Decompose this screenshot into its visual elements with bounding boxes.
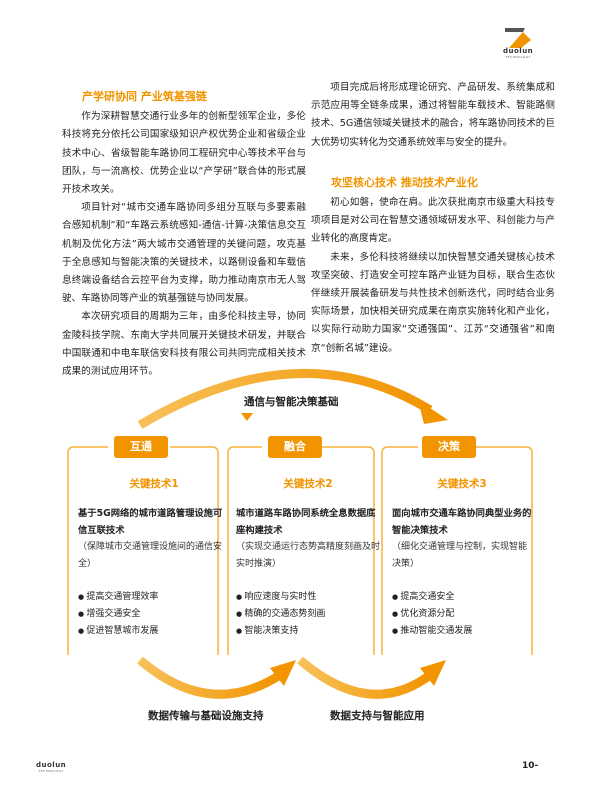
logo-text: duolun — [503, 47, 534, 55]
bullet: 提高交通管理效率 — [78, 589, 230, 606]
card-title: 面向城市交通车路协同典型业务的智能决策技术 — [392, 508, 532, 536]
tab-hutong: 互通 — [114, 436, 168, 458]
bottom-right-flow-label: 数据支持与智能应用 — [330, 710, 425, 722]
paragraph: 初心如磐，使命在肩。此次获批南京市级重大科技专项项目是对公司在智慧交通领域研发水… — [311, 197, 555, 245]
logo-sub: TECHNOLOGY — [38, 769, 64, 773]
bullet: 推动智能交通发展 — [392, 623, 532, 640]
bullet: 促进智慧城市发展 — [78, 623, 230, 640]
bottom-right-arc-arrow — [297, 656, 433, 699]
logo-mark-icon — [505, 28, 532, 48]
bottom-left-flow-label: 数据传输与基础设施支持 — [148, 710, 264, 722]
card-title: 城市道路车路协同系统全息数据底座构建技术 — [236, 508, 376, 536]
top-flow-label: 通信与智能决策基础 — [244, 396, 339, 408]
paragraph: 作为深耕智慧交通行业多年的创新型领军企业，多伦科技将充分依托公司国家级知识产权优… — [62, 111, 306, 196]
bottom-left-arrowhead — [270, 660, 296, 686]
key-tech-card-3: 关键技术3 面向城市交通车路协同典型业务的智能决策技术 （细化交通管理与控制，实… — [392, 476, 532, 640]
box-border-1 — [67, 446, 219, 655]
key-tech-card-2: 关键技术2 城市道路车路协同系统全息数据底座构建技术 （实现交通运行态势高精度刻… — [236, 476, 380, 640]
bottom-left-arc-arrow — [137, 656, 283, 699]
card-heading: 关键技术2 — [283, 478, 333, 490]
bullet: 精确的交通态势刻画 — [236, 606, 380, 623]
box-border-3 — [381, 446, 533, 655]
card-title: 基于5G网络的城市道路管理设施可信互联技术 — [78, 508, 223, 536]
section-heading: 攻坚核心技术 推动技术产业化 — [331, 175, 478, 189]
bottom-right-arrowhead — [420, 660, 446, 686]
top-arc-arrow — [137, 368, 433, 429]
brand-logo: duolun TECHNOLOGY — [503, 28, 533, 59]
paragraph: 项目针对“城市交通车路协同多组分互联与多要素融合感知机制”和“车路云系统感知-通… — [62, 202, 306, 305]
card-note: （实现交通运行态势高精度刻画及时实时推演） — [236, 542, 381, 569]
left-column: 产学研协同 产业筑基强链 作为深耕智慧交通行业多年的创新型领军企业，多伦科技将充… — [62, 88, 306, 381]
logo-text: duolun — [36, 761, 67, 769]
small-down-arrow — [241, 413, 253, 421]
bullet: 智能决策支持 — [236, 623, 380, 640]
bullet: 响应速度与实时性 — [236, 589, 380, 606]
box-border-2 — [227, 446, 375, 655]
page-number: 10- — [522, 761, 539, 771]
tab-ronghe: 融合 — [268, 436, 322, 458]
bullet: 增强交通安全 — [78, 606, 230, 623]
bullet: 优化资源分配 — [392, 606, 532, 623]
card-note: （细化交通管理与控制，实现智能决策） — [392, 542, 528, 569]
key-tech-card-1: 关键技术1 基于5G网络的城市道路管理设施可信互联技术 （保障城市交通管理设施间… — [78, 476, 230, 640]
card-heading: 关键技术1 — [129, 478, 179, 490]
section-heading: 产学研协同 产业筑基强链 — [82, 90, 207, 103]
paragraph: 未来，多伦科技将继续以加快智慧交通关键核心技术攻坚突破、打造安全可控车路产业链为… — [311, 251, 555, 354]
card-note: （保障城市交通管理设施间的通信安全） — [78, 542, 223, 569]
top-arrowhead — [418, 400, 448, 424]
paragraph: 项目完成后将形成理论研究、产品研发、系统集成和示范应用等全链条成果，通过将智能车… — [311, 82, 555, 148]
card-heading: 关键技术3 — [437, 478, 487, 490]
logo-sub: TECHNOLOGY — [505, 55, 531, 59]
tab-juece: 决策 — [422, 436, 476, 458]
right-column: 项目完成后将形成理论研究、产品研发、系统集成和示范应用等全链条成果，通过将智能车… — [311, 79, 555, 358]
bullet: 提高交通安全 — [392, 589, 532, 606]
footer-logo: duolun TECHNOLOGY — [36, 761, 67, 774]
paragraph: 本次研究项目的周期为三年，由多伦科技主导，协同金陵科技学院、东南大学共同展开关键… — [62, 311, 306, 378]
